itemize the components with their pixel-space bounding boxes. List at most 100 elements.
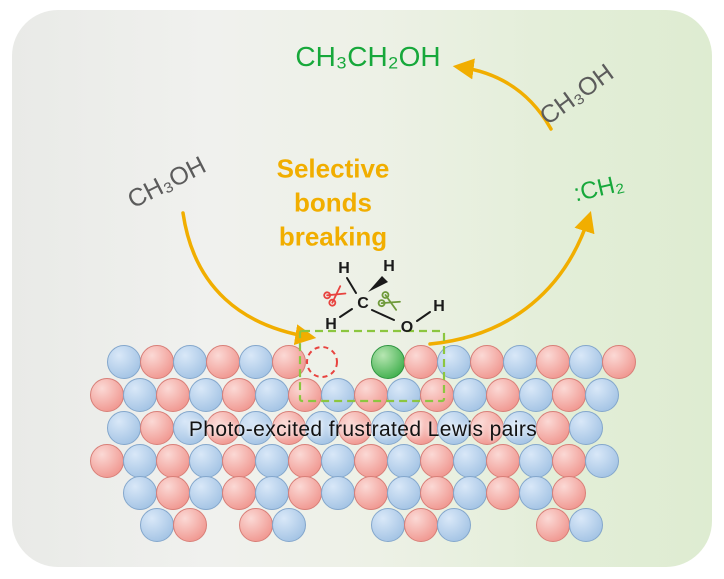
sphere-red [536,508,570,542]
sphere-red [288,444,322,478]
sphere-blue [503,345,537,379]
sphere-blue [189,378,223,412]
sphere-blue [585,444,619,478]
bond-c-h-left [339,308,353,318]
vacancy-dashed-circle [306,346,338,378]
sphere-red [420,476,454,510]
sphere-red [552,444,586,478]
sphere-blue [173,345,207,379]
bond-c-o [371,309,395,321]
atom-hydrogen: H [383,258,395,275]
sphere-blue [569,411,603,445]
sphere-blue [140,508,174,542]
sphere-blue [453,476,487,510]
sphere-blue [107,345,141,379]
sphere-red [602,345,636,379]
sphere-red [140,345,174,379]
sphere-red [288,476,322,510]
process-title-line2: bonds [294,187,372,218]
product-ethanol-label: CH₃CH₂OH [295,41,441,72]
sphere-blue [519,476,553,510]
sphere-red [173,508,207,542]
sphere-blue [453,378,487,412]
active-site-box [298,329,446,403]
sphere-red [156,476,190,510]
sphere-blue [519,444,553,478]
sphere-red [272,345,306,379]
bond-c-h-hash [346,277,357,294]
sphere-blue [272,508,306,542]
bond-cleave-red-icon [323,285,347,307]
methanol-molecule: H H H C O H [323,258,445,336]
arrow-methanol-to-ethanol [452,58,553,131]
sphere-blue [519,378,553,412]
sphere-red [536,345,570,379]
sphere-blue [437,508,471,542]
sphere-blue [255,476,289,510]
sphere-blue [189,444,223,478]
bond-c-h-wedge [368,276,388,292]
sphere-blue [123,378,157,412]
sphere-red [486,476,520,510]
sphere-red [156,378,190,412]
sphere-red [420,444,454,478]
bond-cleave-green-icon [377,291,401,311]
sphere-red [552,476,586,510]
atom-oxygen: O [401,319,413,336]
atom-hydrogen: H [338,260,350,277]
sphere-blue [123,444,157,478]
sphere-blue [123,476,157,510]
sphere-blue [239,345,273,379]
sphere-red [404,345,438,379]
sphere-red [404,508,438,542]
sphere-blue [255,378,289,412]
arrow-methanol-to-surface [181,211,317,346]
bond-o-h [416,311,431,322]
sphere-blue [321,378,355,412]
process-title: Selective bonds breaking [277,152,390,253]
sphere-green [371,345,405,379]
catalyst-lattice [90,345,636,542]
sphere-blue [387,476,421,510]
sphere-blue [387,444,421,478]
sphere-blue [371,508,405,542]
sphere-red [354,444,388,478]
sphere-red [239,508,273,542]
sphere-blue [437,345,471,379]
lattice-caption: Photo-excited frustrated Lewis pairs [188,418,538,441]
sphere-red [486,378,520,412]
arrow-surface-to-carbene [428,211,595,346]
sphere-blue [585,378,619,412]
sphere-red [420,378,454,412]
sphere-blue [255,444,289,478]
sphere-blue [189,476,223,510]
sphere-red [536,411,570,445]
sphere-red [486,444,520,478]
sphere-red [140,411,174,445]
process-title-line1: Selective [276,153,390,184]
sphere-blue [107,411,141,445]
sphere-red [222,476,256,510]
sphere-blue [321,444,355,478]
sphere-red [222,444,256,478]
sphere-red [222,378,256,412]
sphere-red [90,444,124,478]
process-title-line3: breaking [278,220,388,251]
atom-hydrogen: H [325,316,337,333]
sphere-red [90,378,124,412]
sphere-red [354,476,388,510]
atom-carbon: C [357,295,369,312]
atom-hydrogen: H [433,298,445,315]
sphere-blue [569,508,603,542]
sphere-red [156,444,190,478]
sphere-blue [453,444,487,478]
sphere-blue [569,345,603,379]
sphere-blue [321,476,355,510]
sphere-red [354,378,388,412]
sphere-red [470,345,504,379]
sphere-red [206,345,240,379]
reaction-arrows [181,58,595,346]
sphere-red [288,378,322,412]
sphere-blue [387,378,421,412]
